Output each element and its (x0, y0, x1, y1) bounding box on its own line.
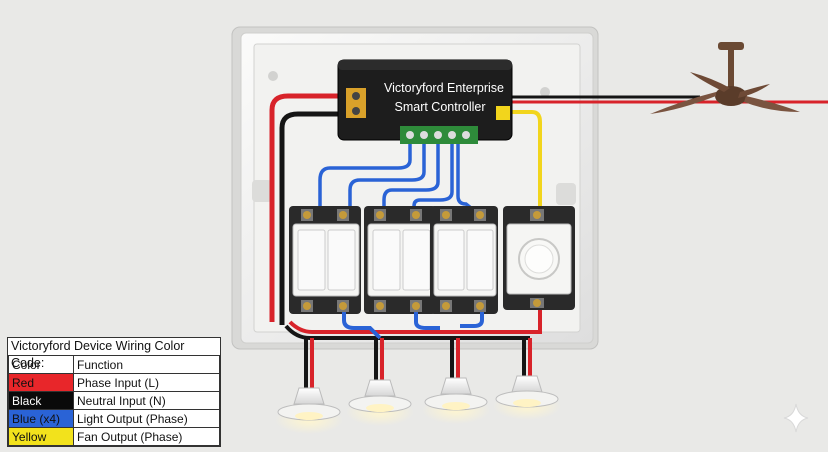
controller-title-line2: Smart Controller (395, 100, 486, 114)
legend-color-yellow: Yellow (8, 427, 74, 446)
ceiling-lamp-1 (275, 387, 343, 434)
legend-function: Fan Output (Phase) (73, 427, 220, 446)
legend-header-row: Color Function (8, 356, 220, 374)
smart-controller: Victoryford Enterprise Smart Controller (337, 59, 513, 144)
red-wire-phase (269, 93, 352, 322)
lamp-wires (284, 310, 542, 388)
blue-wires-light-output (318, 144, 478, 214)
mount-tab (252, 180, 272, 202)
controller-title-line1: Victoryford Enterprise (384, 81, 504, 95)
ceiling-lamp-4 (493, 375, 561, 420)
legend-row: Yellow Fan Output (Phase) (8, 427, 220, 446)
input-terminal-block (346, 88, 366, 118)
fan-terminal (496, 106, 510, 120)
legend-row: Red Phase Input (L) (8, 373, 220, 392)
fan-dimmer-module (503, 206, 575, 310)
sparkle-icon (783, 403, 809, 433)
wiring-color-legend: Victoryford Device Wiring Color Code: Co… (7, 337, 221, 447)
legend-color-red: Red (8, 373, 74, 392)
legend-function: Neutral Input (N) (73, 391, 220, 410)
legend-title: Victoryford Device Wiring Color Code: (8, 338, 220, 370)
mount-tab (556, 183, 576, 205)
yellow-wire-fan-output (506, 110, 542, 212)
switch-module-1 (289, 206, 361, 314)
ceiling-fan (650, 42, 800, 114)
legend-row: Black Neutral Input (N) (8, 391, 220, 410)
legend-color-blue: Blue (x4) (8, 409, 74, 428)
legend-function: Phase Input (L) (73, 373, 220, 392)
switch-module-3 (430, 206, 498, 314)
legend-row: Blue (x4) Light Output (Phase) (8, 409, 220, 428)
ceiling-lamp-2 (346, 379, 414, 426)
legend-header-function: Function (73, 356, 220, 374)
mount-hole (268, 71, 278, 81)
mount-hole (540, 87, 550, 97)
legend-function: Light Output (Phase) (73, 409, 220, 428)
switch-module-2 (364, 206, 436, 314)
black-wire-neutral (279, 111, 352, 325)
ceiling-lamp-3 (422, 377, 490, 424)
legend-table: Color Function Red Phase Input (L) Black… (8, 356, 220, 446)
legend-color-black: Black (8, 391, 74, 410)
